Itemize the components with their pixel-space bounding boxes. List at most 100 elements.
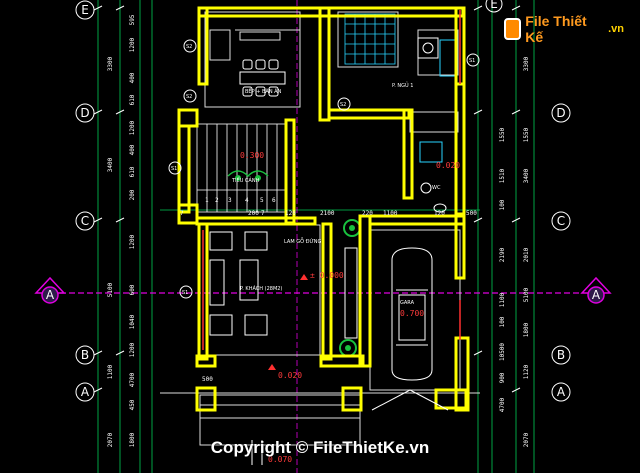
grid-letter-c-right: C	[557, 214, 565, 228]
dim-right-4: 2010	[523, 247, 530, 262]
brand-name: File Thiết Kế	[525, 13, 587, 45]
dim-left-inner-15: 1800	[129, 432, 136, 447]
step-1: 1	[205, 197, 209, 204]
level-entry: 0.020	[278, 371, 302, 380]
step-5: 5	[260, 197, 264, 204]
dim-left-4: 1100	[107, 364, 114, 379]
dim-right-2: 1550	[523, 127, 530, 142]
step-6: 6	[272, 197, 276, 204]
plant-icons	[227, 170, 361, 357]
level-marks: 0.300 ± 0.000 0.700 0.020 0.020 0.070	[240, 151, 460, 464]
grid-letter-b-left: B	[81, 348, 89, 362]
dim-mid-2100: 2100	[320, 210, 335, 217]
dim-right-inner-5: 1100	[499, 292, 506, 307]
staircase-p-ngu	[344, 13, 396, 65]
dim-right-1: 3300	[523, 56, 530, 71]
grid-letter-e-left: E	[81, 3, 89, 17]
tag-s1-1: S1	[469, 58, 475, 64]
section-tags: S2 S2 S1 S1 S1 S2	[168, 39, 480, 299]
dim-left-inner-12: 1200	[129, 342, 136, 357]
dim-mid-1100: 1100	[383, 210, 398, 217]
grid-bubbles-right: E D C A B A	[485, 0, 612, 402]
label-dim-500: 500	[202, 376, 213, 383]
dim-left-2: 3400	[107, 157, 114, 172]
dim-right-inner-6: 100	[499, 316, 506, 327]
grid-letter-e-right: E	[490, 0, 498, 11]
dim-right-5: 5100	[523, 287, 530, 302]
bedroom-furniture	[417, 37, 457, 77]
dim-left-inner-3: 400	[129, 72, 136, 83]
level-bottom: 0.070	[268, 455, 292, 464]
dim-right-inner-1: 1550	[499, 127, 506, 142]
dimension-ticks	[93, 5, 521, 393]
tag-s1-2: S1	[171, 166, 177, 172]
dim-mid-220: 220	[362, 210, 373, 217]
dim-left-5: 2070	[107, 432, 114, 447]
dim-left-1: 3300	[107, 56, 114, 71]
dim-left-inner-8: 200	[129, 189, 136, 200]
dim-right-inner-8: 900	[499, 372, 506, 383]
brand-logo-icon	[504, 18, 522, 40]
dims-left: 3300 3400 5100 1100 2070 595 1200 400 61…	[107, 14, 136, 447]
dim-right-inner-3: 100	[499, 199, 506, 210]
level-wc: 0.020	[436, 161, 460, 170]
dim-mid-200: 200	[248, 210, 259, 217]
room-labels: BẾP + BÀN ĂN P. NGỦ 1 WC TIỂU CẢNH LAM G…	[202, 81, 441, 383]
grid-bubbles-left: E D C A B A	[34, 0, 95, 402]
tag-s1-3: S1	[182, 290, 188, 296]
dim-right-8: 2070	[523, 432, 530, 447]
entry-steps	[251, 389, 449, 465]
car-icon	[391, 247, 433, 381]
wc-fixtures	[419, 141, 447, 213]
dim-right-inner-9: 4700	[499, 397, 506, 412]
label-wc: WC	[432, 185, 441, 191]
dim-left-inner-2: 1200	[129, 37, 136, 52]
grid-letter-d-right: D	[556, 106, 565, 120]
dim-right-inner-4: 2190	[499, 247, 506, 262]
label-bep-ban-an: BẾP + BÀN ĂN	[245, 87, 282, 95]
copyright-notice: Copyright © FileThietKe.vn	[210, 438, 430, 457]
dim-left-inner-4: 610	[129, 94, 136, 105]
label-tieu-canh: TIỂU CẢNH	[231, 176, 260, 184]
dim-mid-120b: 120	[434, 210, 445, 217]
dim-mid-7: 7	[261, 210, 265, 217]
label-p-khach: P. KHÁCH (28M2)	[240, 285, 282, 292]
grid-letter-d-left: D	[80, 106, 89, 120]
dim-left-inner-11: 1040	[129, 314, 136, 329]
dims-right: 3300 1550 3400 2010 5100 1800 1120 2070 …	[499, 56, 530, 447]
level-p-khach: ± 0.000	[310, 271, 344, 280]
dim-right-3: 3400	[523, 168, 530, 183]
brand-watermark: File Thiết Kế .vn	[504, 13, 624, 45]
step-2: 2	[215, 197, 219, 204]
dim-left-inner-10: 600	[129, 284, 136, 295]
step-7: 7	[180, 210, 184, 217]
dim-right-7: 1120	[523, 364, 530, 379]
label-gara: GARA	[400, 300, 415, 306]
dims-mid-row: 1 2 3 4 5 6 7 200 7 120 2100 220 1100 12…	[180, 197, 477, 217]
dim-right-6: 1800	[523, 322, 530, 337]
dim-left-inner-14: 450	[129, 399, 136, 410]
grid-letter-a-left-marker: A	[46, 288, 55, 302]
label-lam-go-dung: LAM GỖ ĐỨNG	[284, 237, 322, 245]
tag-s2-3: S2	[340, 102, 346, 108]
dim-left-inner-7: 610	[129, 166, 136, 177]
brand-suffix: .vn	[608, 23, 624, 35]
level-gara: 0.700	[400, 309, 424, 318]
step-4: 4	[245, 197, 249, 204]
step-3: 3	[228, 197, 232, 204]
grid-letter-c-left: C	[81, 214, 89, 228]
dim-mid-120a: 120	[285, 210, 296, 217]
grid-letter-a-right: A	[557, 385, 566, 399]
grid-axes	[60, 0, 580, 473]
dim-left-inner-1: 595	[129, 14, 136, 25]
tag-s2-1: S2	[186, 44, 192, 50]
dim-left-inner-5: 1200	[129, 120, 136, 135]
label-p-ngu-1: P. NGỦ 1	[392, 81, 413, 89]
dim-left-inner-6: 400	[129, 144, 136, 155]
dim-left-inner-9: 1200	[129, 234, 136, 249]
grid-letter-a-right-marker: A	[592, 288, 601, 302]
grid-letter-b-right: B	[557, 348, 565, 362]
tag-s2-2: S2	[186, 94, 192, 100]
